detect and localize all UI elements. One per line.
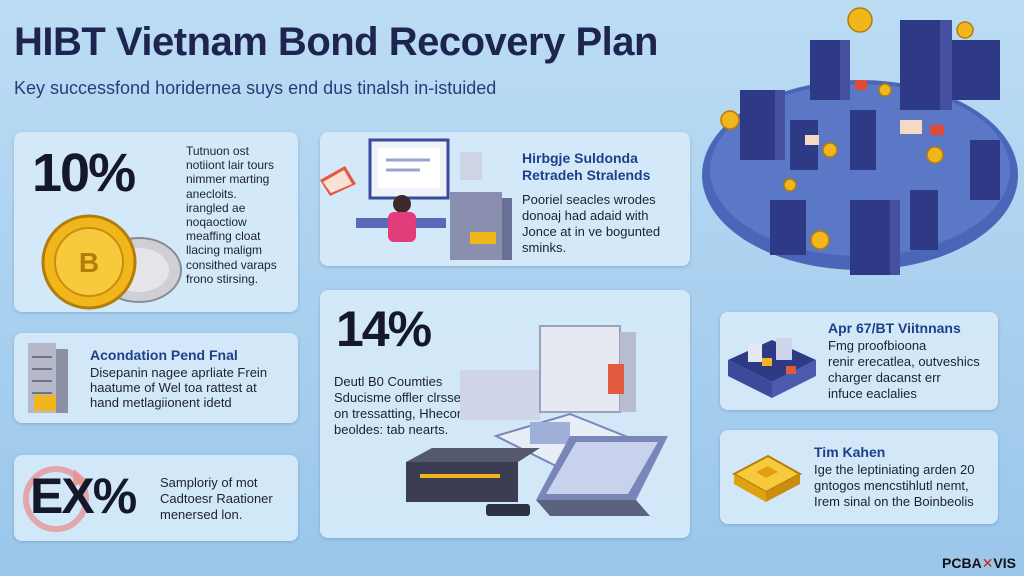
card-description: Fmg proofbioona renir erecatlea, outvesh…: [828, 338, 980, 401]
stat-value: 10%: [32, 143, 136, 203]
page-title: HIBT Vietnam Bond Recovery Plan: [14, 20, 658, 64]
factory-illustration: [728, 338, 816, 398]
card-title: Tim Kahen: [814, 444, 886, 460]
card-description: Ige the leptiniating arden 20 gntogos me…: [814, 462, 975, 509]
card-description: Disepanin nagee aprliate Frein haatume o…: [90, 365, 268, 410]
svg-text:B: B: [79, 247, 99, 278]
stat-card-10-percent: 10% B Tutnuon ost notiiont lair tours ni…: [14, 132, 298, 312]
stat-description: Deutl B0 Coumties Sducisme offler clrsse…: [334, 374, 480, 437]
stat-card-ex-percent: EX% Samploriy of mot Cadtoesr Raationer …: [14, 455, 298, 541]
strategies-card: Hirbgje Suldonda Retradeh Stralends Poor…: [320, 132, 690, 266]
page-subtitle: Key successfond horidernea suys end dus …: [14, 78, 497, 98]
server-tower-illustration: [28, 343, 68, 413]
card-description: Pooriel seacles wrodes donoaj had adaid …: [522, 192, 661, 255]
refresh-arrow-icon: [23, 466, 89, 532]
stat-description: Tutnuon ost notiiont lair tours nimmer m…: [186, 144, 277, 286]
vietnam-card: Apr 67/BT Viitnnans Fmg proofbioona reni…: [720, 312, 998, 410]
stat-value: EX%: [30, 468, 137, 524]
card-title: Hirbgje Suldonda Retradeh Stralends: [522, 150, 651, 183]
workstation-illustration: [320, 138, 512, 260]
laptop-server-illustration: [406, 325, 668, 516]
brand-left: PCBA: [942, 555, 982, 571]
isometric-city-illustration: [702, 7, 1018, 275]
stat-value: 14%: [336, 301, 432, 357]
stat-description: Samploriy of mot Cadtoesr Raationer mene…: [160, 475, 273, 522]
stat-card-14-percent: 14% Deutl B0 Coumties Sducisme offler cl…: [320, 290, 690, 538]
card-title: Acondation Pend Fnal: [90, 347, 238, 363]
gold-coin-icon: B: [41, 214, 182, 310]
brand-right: VIS: [993, 555, 1016, 571]
gold-block-icon: [731, 454, 803, 502]
kahen-card: Tim Kahen Ige the leptiniating arden 20 …: [720, 430, 998, 524]
brand-mark-icon: ✕: [981, 555, 994, 571]
foundation-card: Acondation Pend Fnal Disepanin nagee apr…: [14, 333, 298, 423]
brand-logo: PCBA✕VIS: [942, 555, 1016, 572]
card-title: Apr 67/BT Viitnnans: [828, 320, 961, 336]
